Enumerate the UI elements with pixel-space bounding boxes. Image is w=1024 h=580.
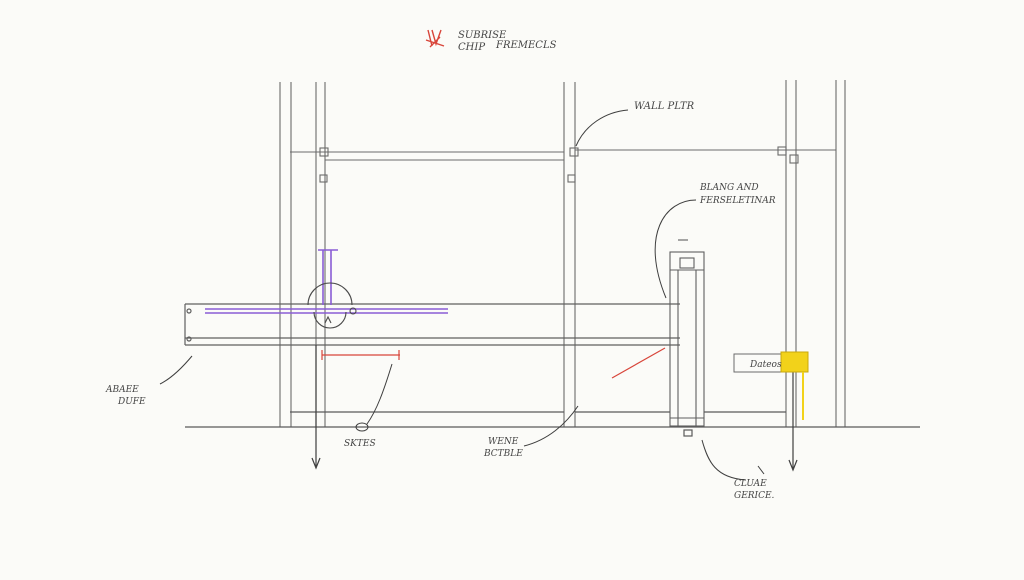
purple-rail — [205, 249, 448, 314]
tag-yellow-block — [780, 351, 809, 373]
post-top-plate — [679, 257, 695, 269]
arrow-down-icon — [788, 459, 798, 472]
clamp-arc-bottom — [313, 311, 347, 329]
red-level-line — [321, 347, 666, 379]
plate-connector-2 — [569, 147, 579, 157]
clamp-arrow-icon — [324, 315, 332, 324]
post-outline — [669, 251, 705, 427]
clamp-arc-top — [307, 282, 353, 306]
right-post — [669, 239, 705, 427]
leader-studs — [366, 363, 393, 425]
corner-tick — [757, 465, 765, 475]
plate-connector-4 — [789, 154, 799, 164]
arrow-down-icon — [311, 457, 321, 470]
label-left-1: ABAEE — [105, 385, 139, 395]
red-pin-icon — [425, 29, 445, 48]
tag-label: Dateos — [749, 360, 782, 370]
title-line-2: CHIP — [458, 42, 485, 53]
plate-connector-3 — [777, 146, 787, 156]
label-corner-2: GERICE. — [734, 491, 775, 501]
stud-bolt-2 — [567, 174, 576, 183]
label-bracing-1: BLANG AND — [699, 183, 759, 193]
title-line-1: SUBRISE — [458, 30, 507, 41]
plate-connector-1 — [319, 147, 329, 157]
stud-bolt-1 — [319, 174, 328, 183]
label-studs: SKTES — [344, 439, 376, 449]
yellow-tag: Dateos — [733, 351, 809, 420]
title-line-3: FREMECLS — [495, 40, 557, 51]
leader-wall-plate — [575, 109, 629, 147]
label-bottom-1: WENE — [488, 437, 519, 447]
label-bracing-2: FERSELETINAR — [699, 196, 776, 206]
beam-bolt-top — [186, 308, 192, 314]
label-wall-plate: WALL PLTR — [634, 101, 695, 112]
top-plates — [290, 146, 836, 183]
beam-bolt-bottom — [186, 336, 192, 342]
studs-marker — [355, 422, 369, 432]
floor-plate — [185, 411, 920, 437]
vertical-studs — [279, 80, 846, 427]
annotation-leaders — [159, 109, 765, 481]
title-mark: SUBRISE CHIP FREMECLS — [425, 29, 557, 53]
leader-corner — [701, 439, 747, 481]
annotation-labels: WALL PLTR BLANG AND FERSELETINAR ABAEE D… — [105, 101, 776, 501]
label-corner-1: CLUAE — [734, 479, 767, 489]
clamp-fastener — [349, 307, 357, 315]
pipe-clamp — [307, 282, 357, 329]
main-beam — [184, 303, 680, 346]
red-diagonal — [611, 347, 666, 379]
leader-left — [159, 355, 193, 385]
leader-bracing — [654, 199, 697, 299]
label-bottom-2: BCTBLE — [483, 449, 523, 459]
leader-bottom — [523, 405, 579, 447]
label-left-2: DUFE — [117, 397, 146, 407]
post-anchor — [683, 429, 693, 437]
load-arrows — [311, 345, 798, 472]
